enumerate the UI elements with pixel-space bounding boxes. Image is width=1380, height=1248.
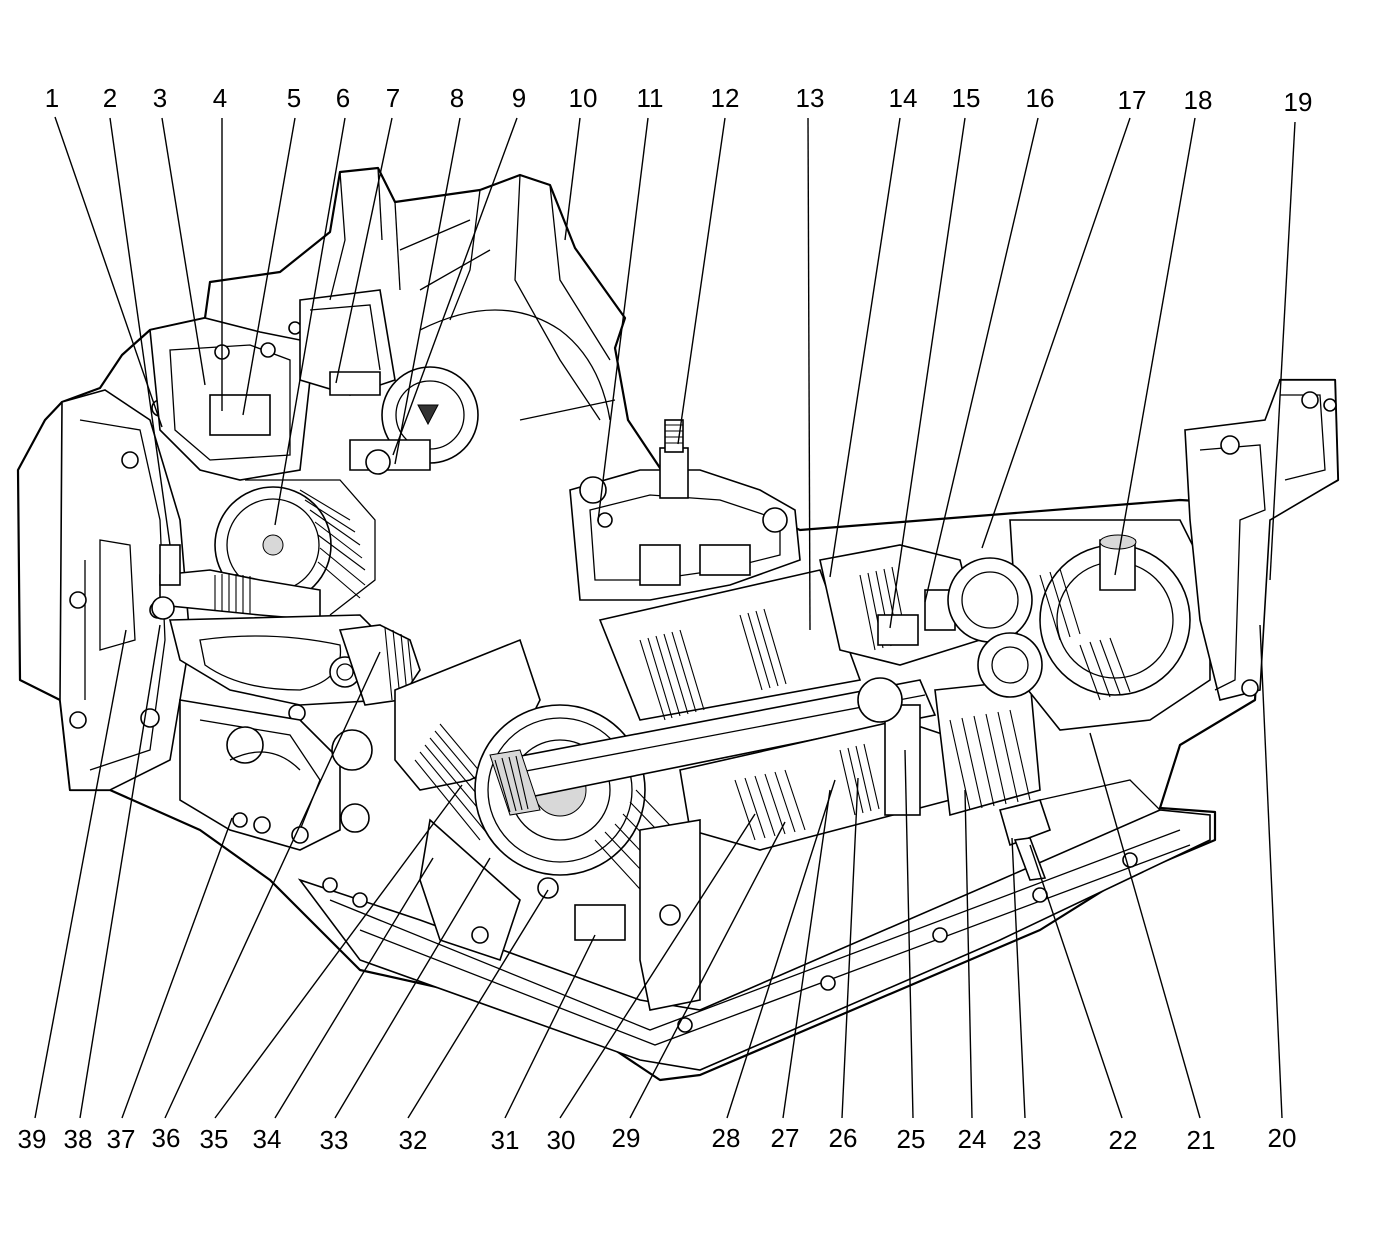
callout-11: 11	[637, 83, 664, 113]
callout-10: 10	[569, 83, 598, 113]
callout-2: 2	[103, 83, 117, 113]
callout-38: 38	[64, 1124, 93, 1154]
callout-4: 4	[213, 83, 227, 113]
callout-24: 24	[958, 1124, 987, 1154]
callout-7: 7	[386, 83, 400, 113]
callout-39: 39	[18, 1124, 47, 1154]
callout-labels-top: 1 2 3 4 5 6 7 8 9 10 11 12 13 14 15 16 1…	[45, 83, 1313, 117]
callout-19: 19	[1284, 87, 1313, 117]
drive-sprocket	[214, 479, 376, 616]
callout-15: 15	[952, 83, 981, 113]
callout-16: 16	[1026, 83, 1055, 113]
differential-assembly	[1009, 519, 1211, 731]
callout-18: 18	[1184, 85, 1213, 115]
oil-pan	[297, 809, 1211, 1071]
callout-8: 8	[450, 83, 464, 113]
callout-6: 6	[336, 83, 350, 113]
callout-27: 27	[771, 1123, 800, 1153]
callout-1: 1	[45, 83, 59, 113]
callout-31: 31	[491, 1125, 520, 1155]
callout-26: 26	[829, 1123, 858, 1153]
callout-33: 33	[320, 1125, 349, 1155]
callout-21: 21	[1187, 1125, 1216, 1155]
leader-lines	[34, 116, 1296, 1119]
callout-20: 20	[1268, 1123, 1297, 1153]
callout-34: 34	[253, 1124, 282, 1154]
callout-25: 25	[897, 1124, 926, 1154]
callout-13: 13	[796, 83, 825, 113]
side-cover	[1184, 379, 1339, 701]
callout-30: 30	[547, 1125, 576, 1155]
callout-37: 37	[107, 1124, 136, 1154]
callout-3: 3	[153, 83, 167, 113]
callout-labels-bottom: 39 38 37 36 35 34 33 32 31 30 29 28 27 2…	[18, 1123, 1297, 1155]
callout-12: 12	[711, 83, 740, 113]
callout-23: 23	[1013, 1125, 1042, 1155]
callout-17: 17	[1118, 85, 1147, 115]
callout-28: 28	[712, 1123, 741, 1153]
callout-9: 9	[512, 83, 526, 113]
transaxle-drawing	[16, 166, 1340, 1082]
callout-5: 5	[287, 83, 301, 113]
callout-29: 29	[612, 1123, 641, 1153]
callout-32: 32	[399, 1125, 428, 1155]
callout-22: 22	[1109, 1125, 1138, 1155]
callout-36: 36	[152, 1123, 181, 1153]
callout-14: 14	[889, 83, 918, 113]
callout-35: 35	[200, 1124, 229, 1154]
